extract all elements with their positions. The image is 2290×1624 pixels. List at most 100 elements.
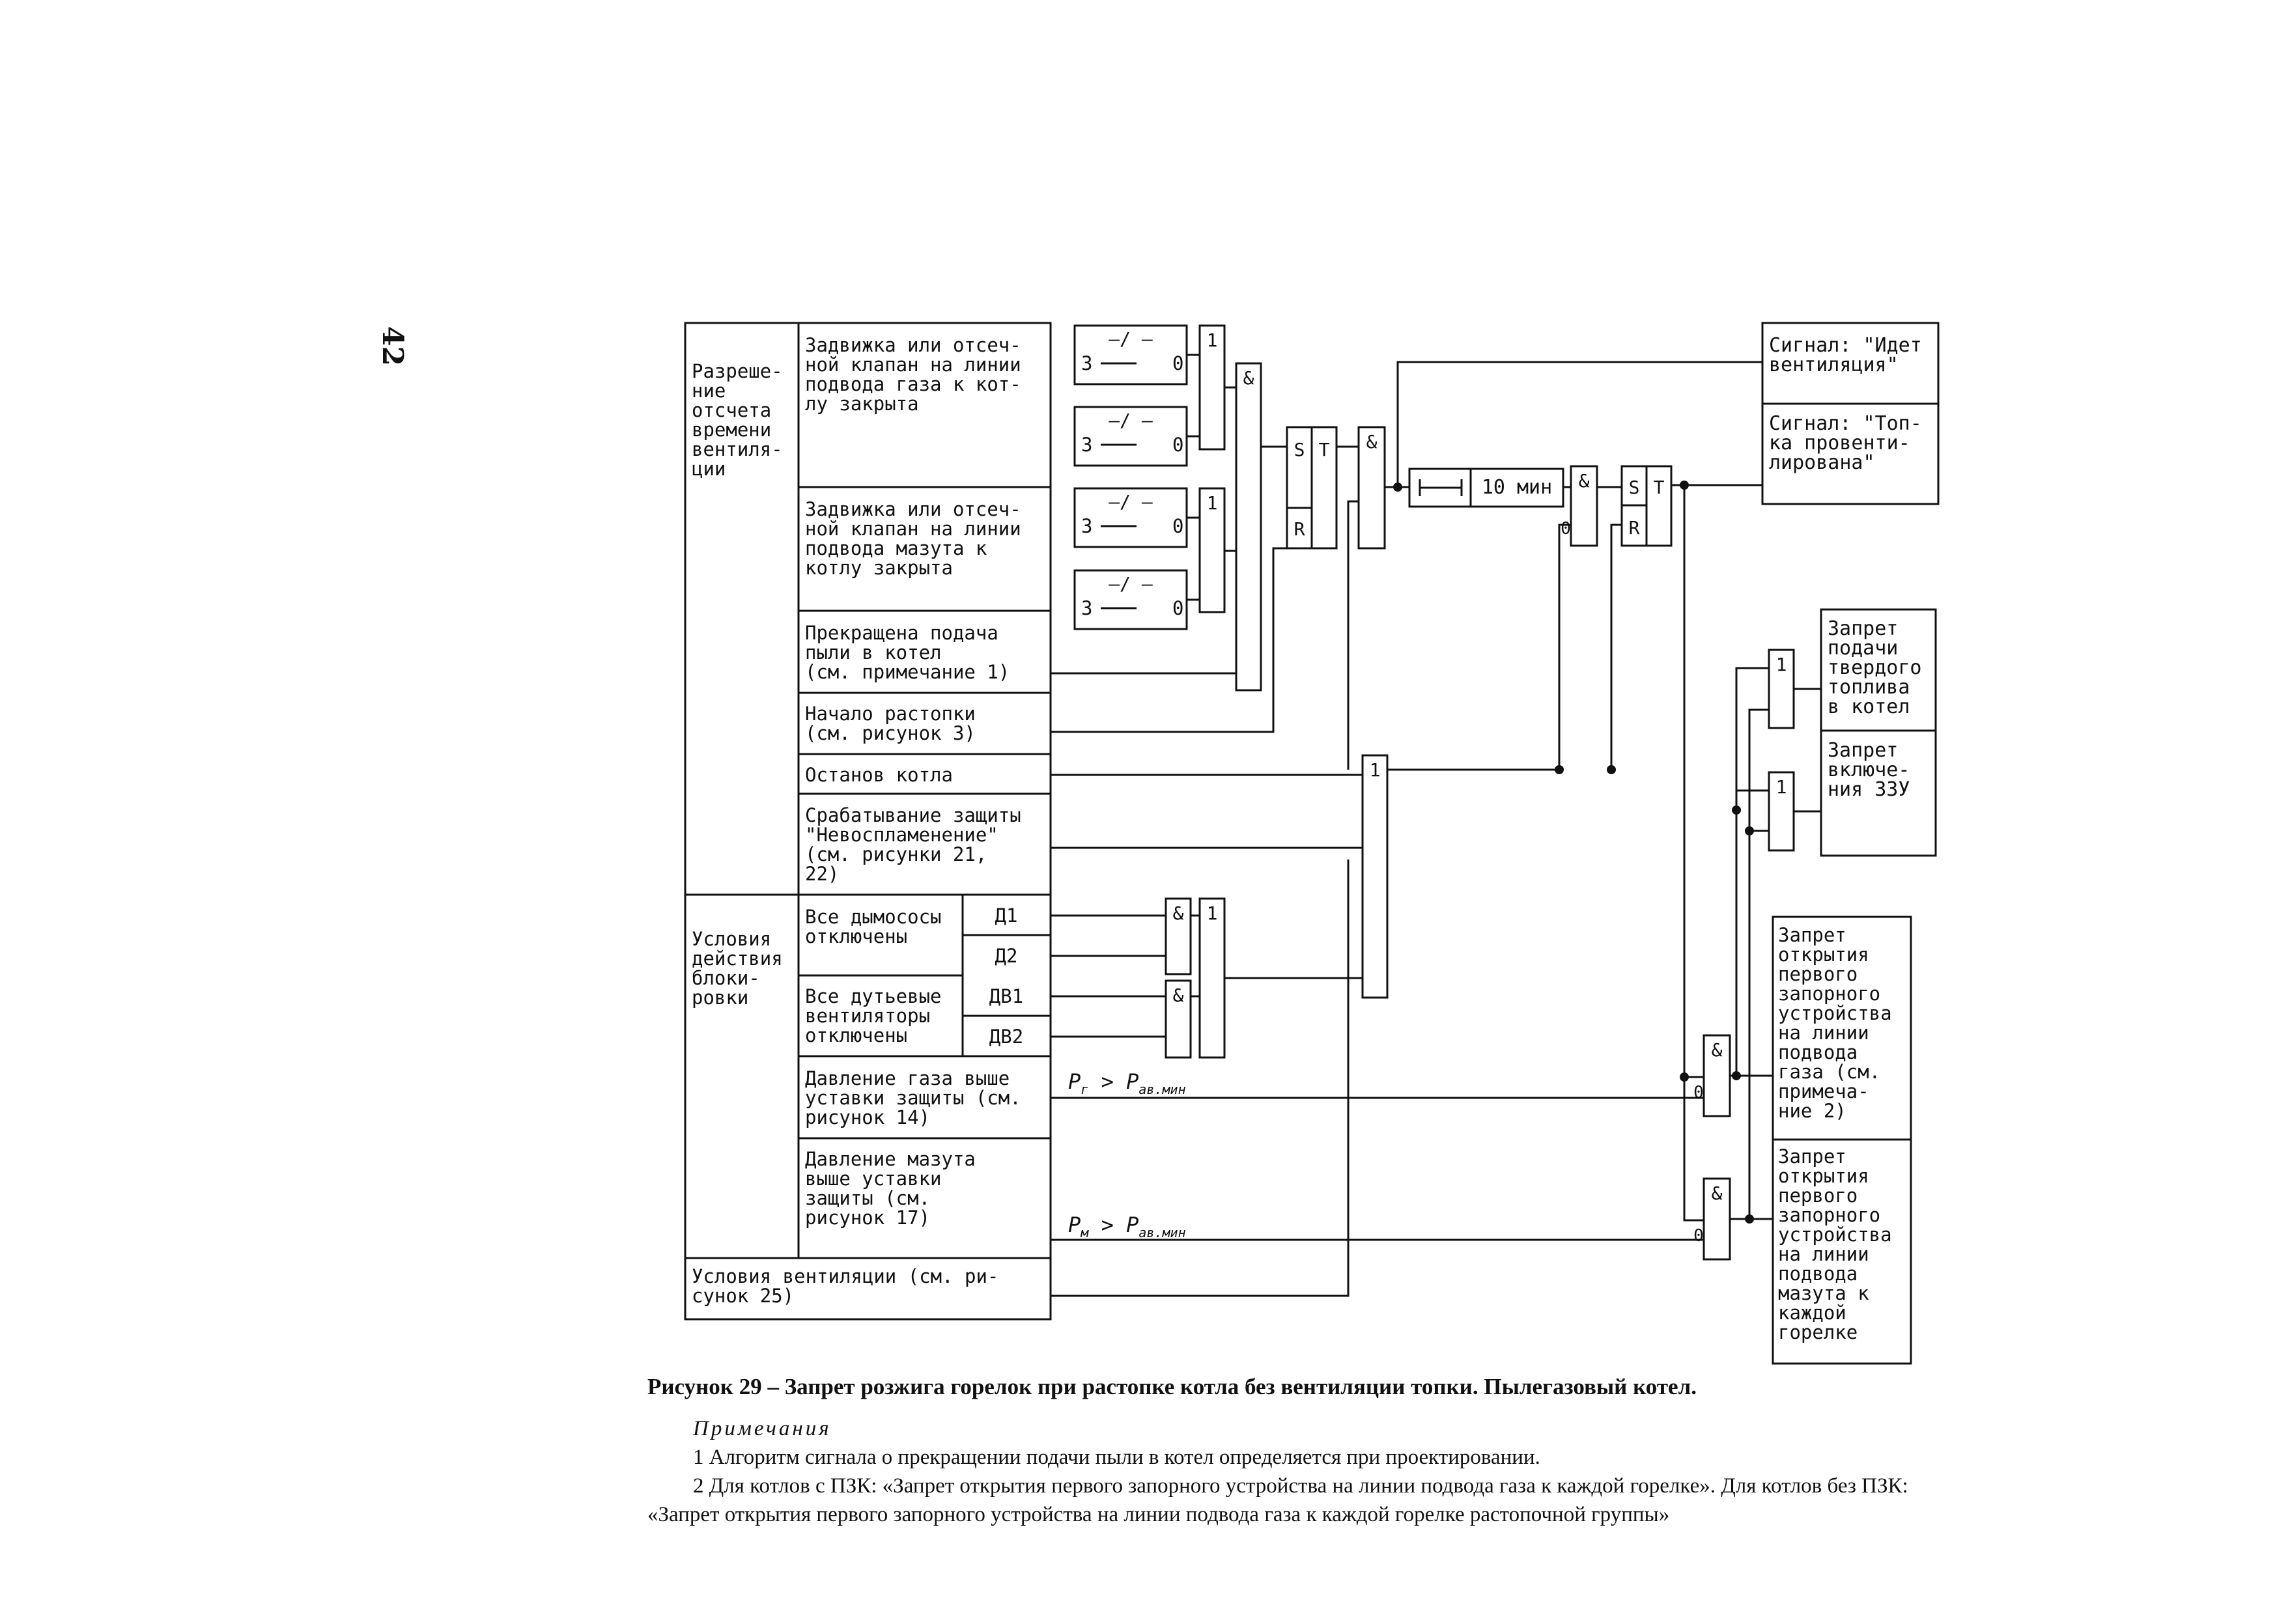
- condition-startup: Начало растопки: [805, 703, 976, 725]
- group-label-permission: вентиля-: [692, 438, 783, 460]
- output-solid-fuel-ban: подачи: [1828, 637, 1898, 660]
- or-gate-oil-switches: [1198, 487, 1226, 613]
- device-tag-d2: Д2: [995, 945, 1018, 967]
- condition-gas-pressure: рисунок 14): [805, 1106, 930, 1128]
- junction-dot: [1745, 826, 1754, 835]
- notes-block: Примечания 1 Алгоритм сигнала о прекраще…: [647, 1414, 1930, 1529]
- condition-gas-valve: Задвижка или отсеч-: [805, 334, 1021, 356]
- output-gas-device-ban: Запрет: [1778, 924, 1846, 946]
- timer-10-min: [1408, 468, 1564, 508]
- and-gate-smoke-label: &: [1173, 903, 1184, 924]
- output-solid-fuel-ban: Запрет: [1828, 617, 1898, 640]
- condition-smoke-exhausters: отключены: [805, 925, 907, 947]
- inverse-input-gas: 0: [1693, 1083, 1704, 1102]
- and-gate-permission: [1235, 362, 1262, 692]
- group-label-blocking: блоки-: [692, 967, 760, 989]
- or-gate-zzu-label: 1: [1776, 776, 1787, 798]
- device-tag-d1: Д1: [995, 904, 1018, 927]
- and-gate-gas-pressure: [1703, 1034, 1731, 1117]
- condition-gas-valve: ной клапан на линии: [805, 354, 1021, 376]
- connector-reset: [1347, 500, 1359, 770]
- or-gate-boiler-stop-label: 1: [1370, 759, 1381, 781]
- junction-dot: [1745, 1214, 1754, 1224]
- or-gate-blocking-label: 1: [1207, 903, 1218, 924]
- connector-reset-2: [1610, 524, 1622, 770]
- switch-symbol: —/ —: [1109, 573, 1153, 595]
- and-gate-blowers: [1165, 979, 1192, 1059]
- output-solid-fuel-ban: в котел: [1828, 695, 1910, 718]
- trigger-2-type: T: [1654, 477, 1665, 498]
- condition-oil-pressure: рисунок 17): [805, 1207, 930, 1229]
- output-zzu-ban: ния ЗЗУ: [1828, 778, 1910, 801]
- condition-no-ignition: Срабатывание защиты: [805, 804, 1021, 826]
- and-gate-timer-label: &: [1579, 470, 1590, 492]
- and-gate-vent: [1357, 426, 1386, 550]
- group-label-permission: ции: [692, 458, 726, 480]
- timer-label: 10 мин: [1482, 476, 1552, 499]
- output-solid-fuel-ban: топлива: [1828, 676, 1910, 699]
- trigger-2-set: S: [1629, 477, 1640, 498]
- junction-dot: [1680, 481, 1689, 490]
- output-furnace-vented: ка провенти-: [1769, 432, 1910, 455]
- output-oil-device-ban: на линии: [1778, 1243, 1869, 1265]
- output-oil-device-ban: устройства: [1778, 1224, 1892, 1246]
- switch-position-3: 3: [1081, 352, 1092, 374]
- junction-dot: [1732, 805, 1741, 815]
- group-label-permission: времени: [692, 419, 771, 441]
- trigger-1-set: S: [1294, 439, 1305, 460]
- condition-oil-pressure: защиты (см.: [805, 1187, 930, 1209]
- switch-symbol: —/ —: [1109, 410, 1153, 431]
- condition-oil-valve: Задвижка или отсеч-: [805, 498, 1021, 520]
- output-gas-device-ban: на линии: [1778, 1022, 1869, 1044]
- trigger-2: [1620, 465, 1673, 547]
- junction-dot: [1555, 765, 1564, 774]
- note-1: 1 Алгоритм сигнала о прекращении подачи …: [693, 1446, 1540, 1469]
- switch-position-3: 3: [1081, 434, 1092, 456]
- condition-oil-valve: котлу закрыта: [805, 557, 953, 579]
- switch-position-0: 0: [1172, 352, 1183, 374]
- and-gate-oil-pressure-label: &: [1712, 1183, 1723, 1204]
- pressure-label-gas: Pг > Pав.мин: [1068, 1069, 1186, 1097]
- condition-no-ignition: "Невоспламенение": [805, 824, 998, 846]
- condition-no-ignition: (см. рисунки 21,: [805, 843, 987, 865]
- condition-gas-valve: подвода газа к кот-: [805, 373, 1021, 395]
- output-oil-device-ban: мазута к: [1778, 1282, 1869, 1304]
- output-device-block: [1772, 916, 1912, 1365]
- device-tag-dv1: ДВ1: [989, 985, 1023, 1007]
- and-gate-gas-pressure-label: &: [1712, 1039, 1723, 1061]
- condition-oil-valve: подвода мазута к: [805, 537, 987, 559]
- output-oil-device-ban: первого: [1778, 1184, 1858, 1207]
- output-oil-device-ban: Запрет: [1778, 1145, 1846, 1168]
- notes-title: Примечания: [693, 1417, 832, 1440]
- condition-smoke-exhausters: Все дымососы: [805, 906, 942, 928]
- condition-boiler-stop: Останов котла: [805, 764, 953, 786]
- output-furnace-vented: лирована": [1769, 451, 1875, 474]
- and-gate-smoke: [1165, 897, 1192, 975]
- output-gas-device-ban: устройства: [1778, 1002, 1892, 1024]
- switch-symbol: —/ —: [1109, 328, 1153, 350]
- condition-blowers: вентиляторы: [805, 1005, 930, 1027]
- output-signals-block: [1761, 322, 1940, 505]
- or-gate-blocking: [1198, 897, 1226, 1059]
- inverse-input-oil: 0: [1693, 1226, 1704, 1246]
- output-vent-in-progress: Сигнал: "Идет: [1769, 334, 1922, 357]
- output-oil-device-ban: подвода: [1778, 1263, 1858, 1285]
- output-oil-device-ban: запорного: [1778, 1204, 1880, 1226]
- switch-position-0: 0: [1172, 515, 1183, 537]
- switch-position-3: 3: [1081, 515, 1092, 537]
- junction-dot: [1732, 1071, 1741, 1080]
- or-gate-gas-switches: [1198, 324, 1226, 451]
- condition-gas-pressure: уставки защиты (см.: [805, 1087, 1021, 1109]
- condition-ventilation: Условия вентиляции (см. ри-: [692, 1265, 998, 1287]
- connector-oil-or: [1748, 708, 1769, 1219]
- output-fuel-block: [1820, 608, 1937, 857]
- conditions-table: [684, 322, 1052, 1321]
- output-gas-device-ban: запорного: [1778, 983, 1880, 1005]
- position-switch-1: [1073, 324, 1188, 385]
- condition-blowers: Все дутьевые: [805, 985, 942, 1007]
- group-label-blocking: Условия: [692, 928, 771, 950]
- group-label-permission: ние: [692, 380, 726, 402]
- output-gas-device-ban: газа (см.: [1778, 1061, 1880, 1083]
